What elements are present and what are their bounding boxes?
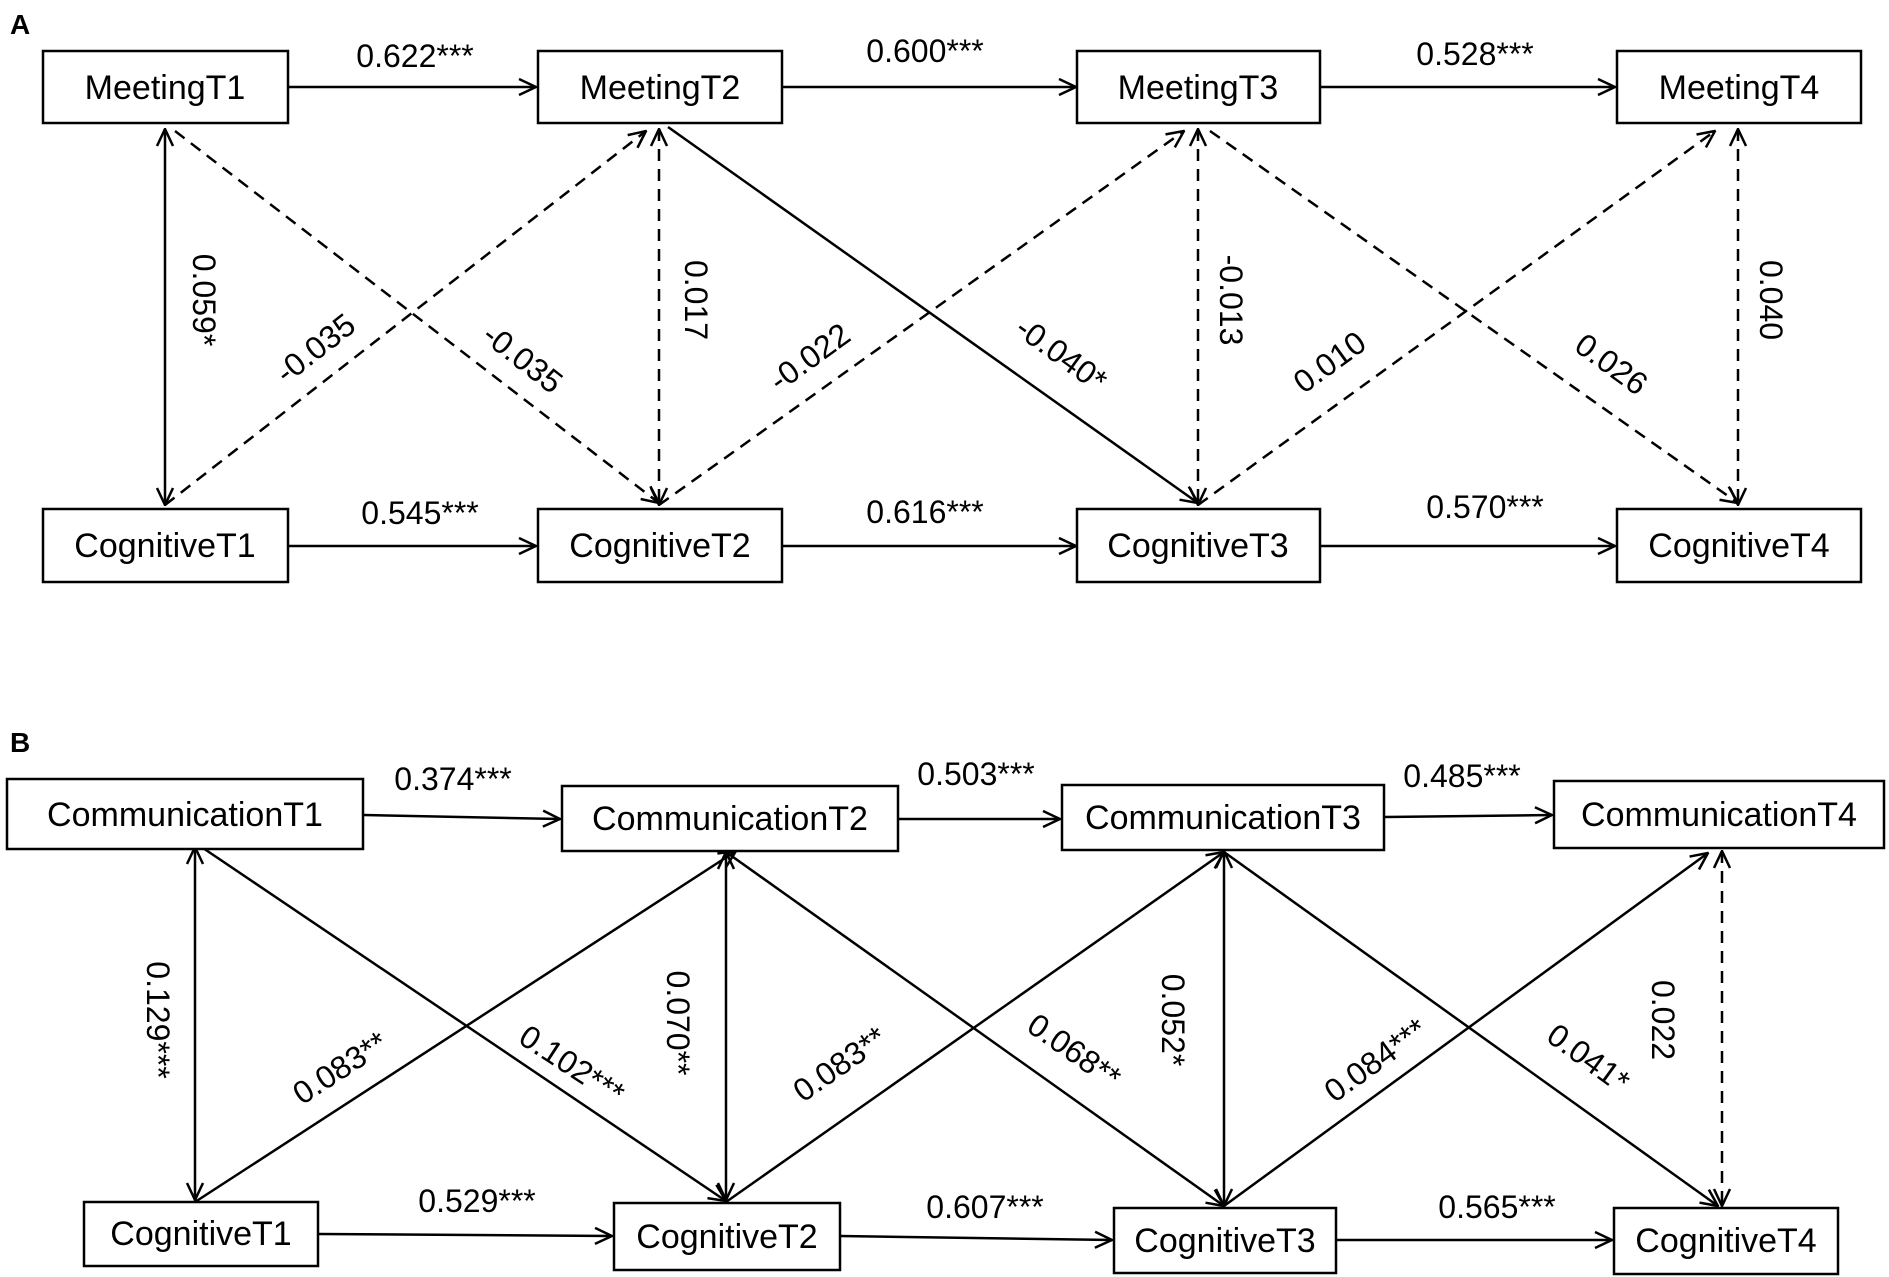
- coef-a-m1-m2: 0.622***: [356, 38, 473, 74]
- coef-a-m2-c3: -0.040*: [1009, 309, 1114, 399]
- coef-b-c1-m2: 0.083**: [286, 1024, 394, 1111]
- coef-a-m4-c4: 0.040: [1753, 260, 1789, 340]
- node-a-meeting-t2: MeetingT2: [536, 49, 784, 125]
- coef-a-m2-m3: 0.600***: [866, 33, 983, 69]
- coef-b-c1-c2: 0.529***: [418, 1183, 535, 1219]
- path-b-c2-m3: [725, 852, 1224, 1204]
- path-a-m2-c3: [667, 125, 1198, 503]
- coef-a-m1-c1: 0.059*: [186, 254, 222, 347]
- path-b-m2-c3: [725, 850, 1224, 1206]
- coef-a-c1-c2: 0.545***: [361, 495, 478, 531]
- node-b-communication-t1: CommunicationT1: [5, 777, 365, 851]
- node-b-cognitive-t2: CognitiveT2: [612, 1201, 842, 1272]
- node-label: CognitiveT1: [74, 527, 255, 565]
- node-label: CommunicationT2: [592, 800, 868, 838]
- coef-a-c3-m4: 0.010: [1287, 324, 1373, 400]
- panel-b-label: B: [10, 727, 30, 758]
- node-a-cognitive-t1: CognitiveT1: [41, 507, 290, 584]
- node-b-cognitive-t3: CognitiveT3: [1112, 1206, 1338, 1275]
- coef-a-m3-m4: 0.528***: [1416, 36, 1533, 72]
- node-label: CognitiveT4: [1635, 1222, 1816, 1260]
- coef-b-m3-c3: 0.052*: [1155, 974, 1191, 1067]
- node-label: MeetingT4: [1659, 69, 1820, 107]
- node-b-cognitive-t4: CognitiveT4: [1612, 1206, 1840, 1276]
- coef-b-m3-c4: 0.041*: [1540, 1016, 1636, 1100]
- coef-a-c1-m2: -0.035: [268, 306, 362, 390]
- node-a-meeting-t1: MeetingT1: [41, 49, 290, 125]
- node-label: CommunicationT3: [1085, 799, 1361, 837]
- coef-a-c2-c3: 0.616***: [866, 494, 983, 530]
- coef-a-m3-c4: 0.026: [1568, 326, 1654, 402]
- path-a-m1-c2: [174, 130, 659, 503]
- node-label: CommunicationT4: [1581, 796, 1857, 834]
- node-label: CognitiveT3: [1107, 527, 1288, 565]
- coef-b-m3-m4: 0.485***: [1403, 758, 1520, 794]
- node-a-meeting-t4: MeetingT4: [1615, 49, 1863, 125]
- node-label: MeetingT3: [1118, 69, 1279, 107]
- node-label: CognitiveT1: [110, 1215, 291, 1253]
- node-b-communication-t3: CommunicationT3: [1060, 783, 1386, 852]
- node-label: CognitiveT2: [569, 527, 750, 565]
- coef-b-m2-c3: 0.068**: [1021, 1006, 1128, 1096]
- node-label: MeetingT2: [580, 69, 741, 107]
- node-a-meeting-t3: MeetingT3: [1075, 49, 1322, 125]
- coef-a-c3-c4: 0.570***: [1426, 489, 1543, 525]
- node-a-cognitive-t4: CognitiveT4: [1615, 507, 1863, 584]
- coef-b-c2-c3: 0.607***: [926, 1189, 1043, 1225]
- path-b-m1-m2: [363, 815, 560, 819]
- path-b-m1-c2: [199, 844, 726, 1201]
- node-label: MeetingT1: [85, 69, 246, 107]
- coef-a-m3-c3: -0.013: [1213, 255, 1249, 346]
- coef-b-c3-c4: 0.565***: [1438, 1189, 1555, 1225]
- path-b-m3-m4: [1383, 815, 1552, 817]
- path-b-m3-c4: [1223, 850, 1718, 1206]
- coef-a-m1-c2: -0.035: [476, 316, 570, 400]
- coef-b-m1-m2: 0.374***: [394, 761, 511, 797]
- coef-a-c2-m3: -0.022: [762, 316, 857, 398]
- path-b-c1-c2: [317, 1234, 612, 1236]
- node-b-communication-t4: CommunicationT4: [1552, 779, 1886, 850]
- coef-b-m2-c2: 0.070**: [660, 971, 696, 1076]
- node-b-cognitive-t1: CognitiveT1: [82, 1200, 320, 1268]
- node-label: CognitiveT4: [1648, 527, 1829, 565]
- coef-b-m4-c4: 0.022: [1645, 980, 1681, 1060]
- path-a-c3-m4: [1197, 131, 1715, 507]
- coef-a-m2-c2: 0.017: [678, 260, 714, 340]
- path-a-c2-m3: [658, 131, 1184, 507]
- path-b-c2-c3: [839, 1236, 1112, 1240]
- path-a-c1-m2: [164, 131, 646, 506]
- node-a-cognitive-t3: CognitiveT3: [1075, 507, 1322, 584]
- coef-b-m2-m3: 0.503***: [917, 756, 1034, 792]
- node-label: CognitiveT3: [1134, 1222, 1315, 1260]
- path-a-m3-c4: [1209, 129, 1738, 503]
- node-b-communication-t2: CommunicationT2: [560, 784, 900, 853]
- path-b-c3-m4: [1223, 853, 1708, 1208]
- node-a-cognitive-t2: CognitiveT2: [536, 507, 784, 584]
- node-label: CognitiveT2: [636, 1218, 817, 1256]
- node-label: CommunicationT1: [47, 796, 323, 834]
- panel-a-label: A: [10, 9, 30, 40]
- coef-b-m1-c1: 0.129***: [140, 961, 176, 1078]
